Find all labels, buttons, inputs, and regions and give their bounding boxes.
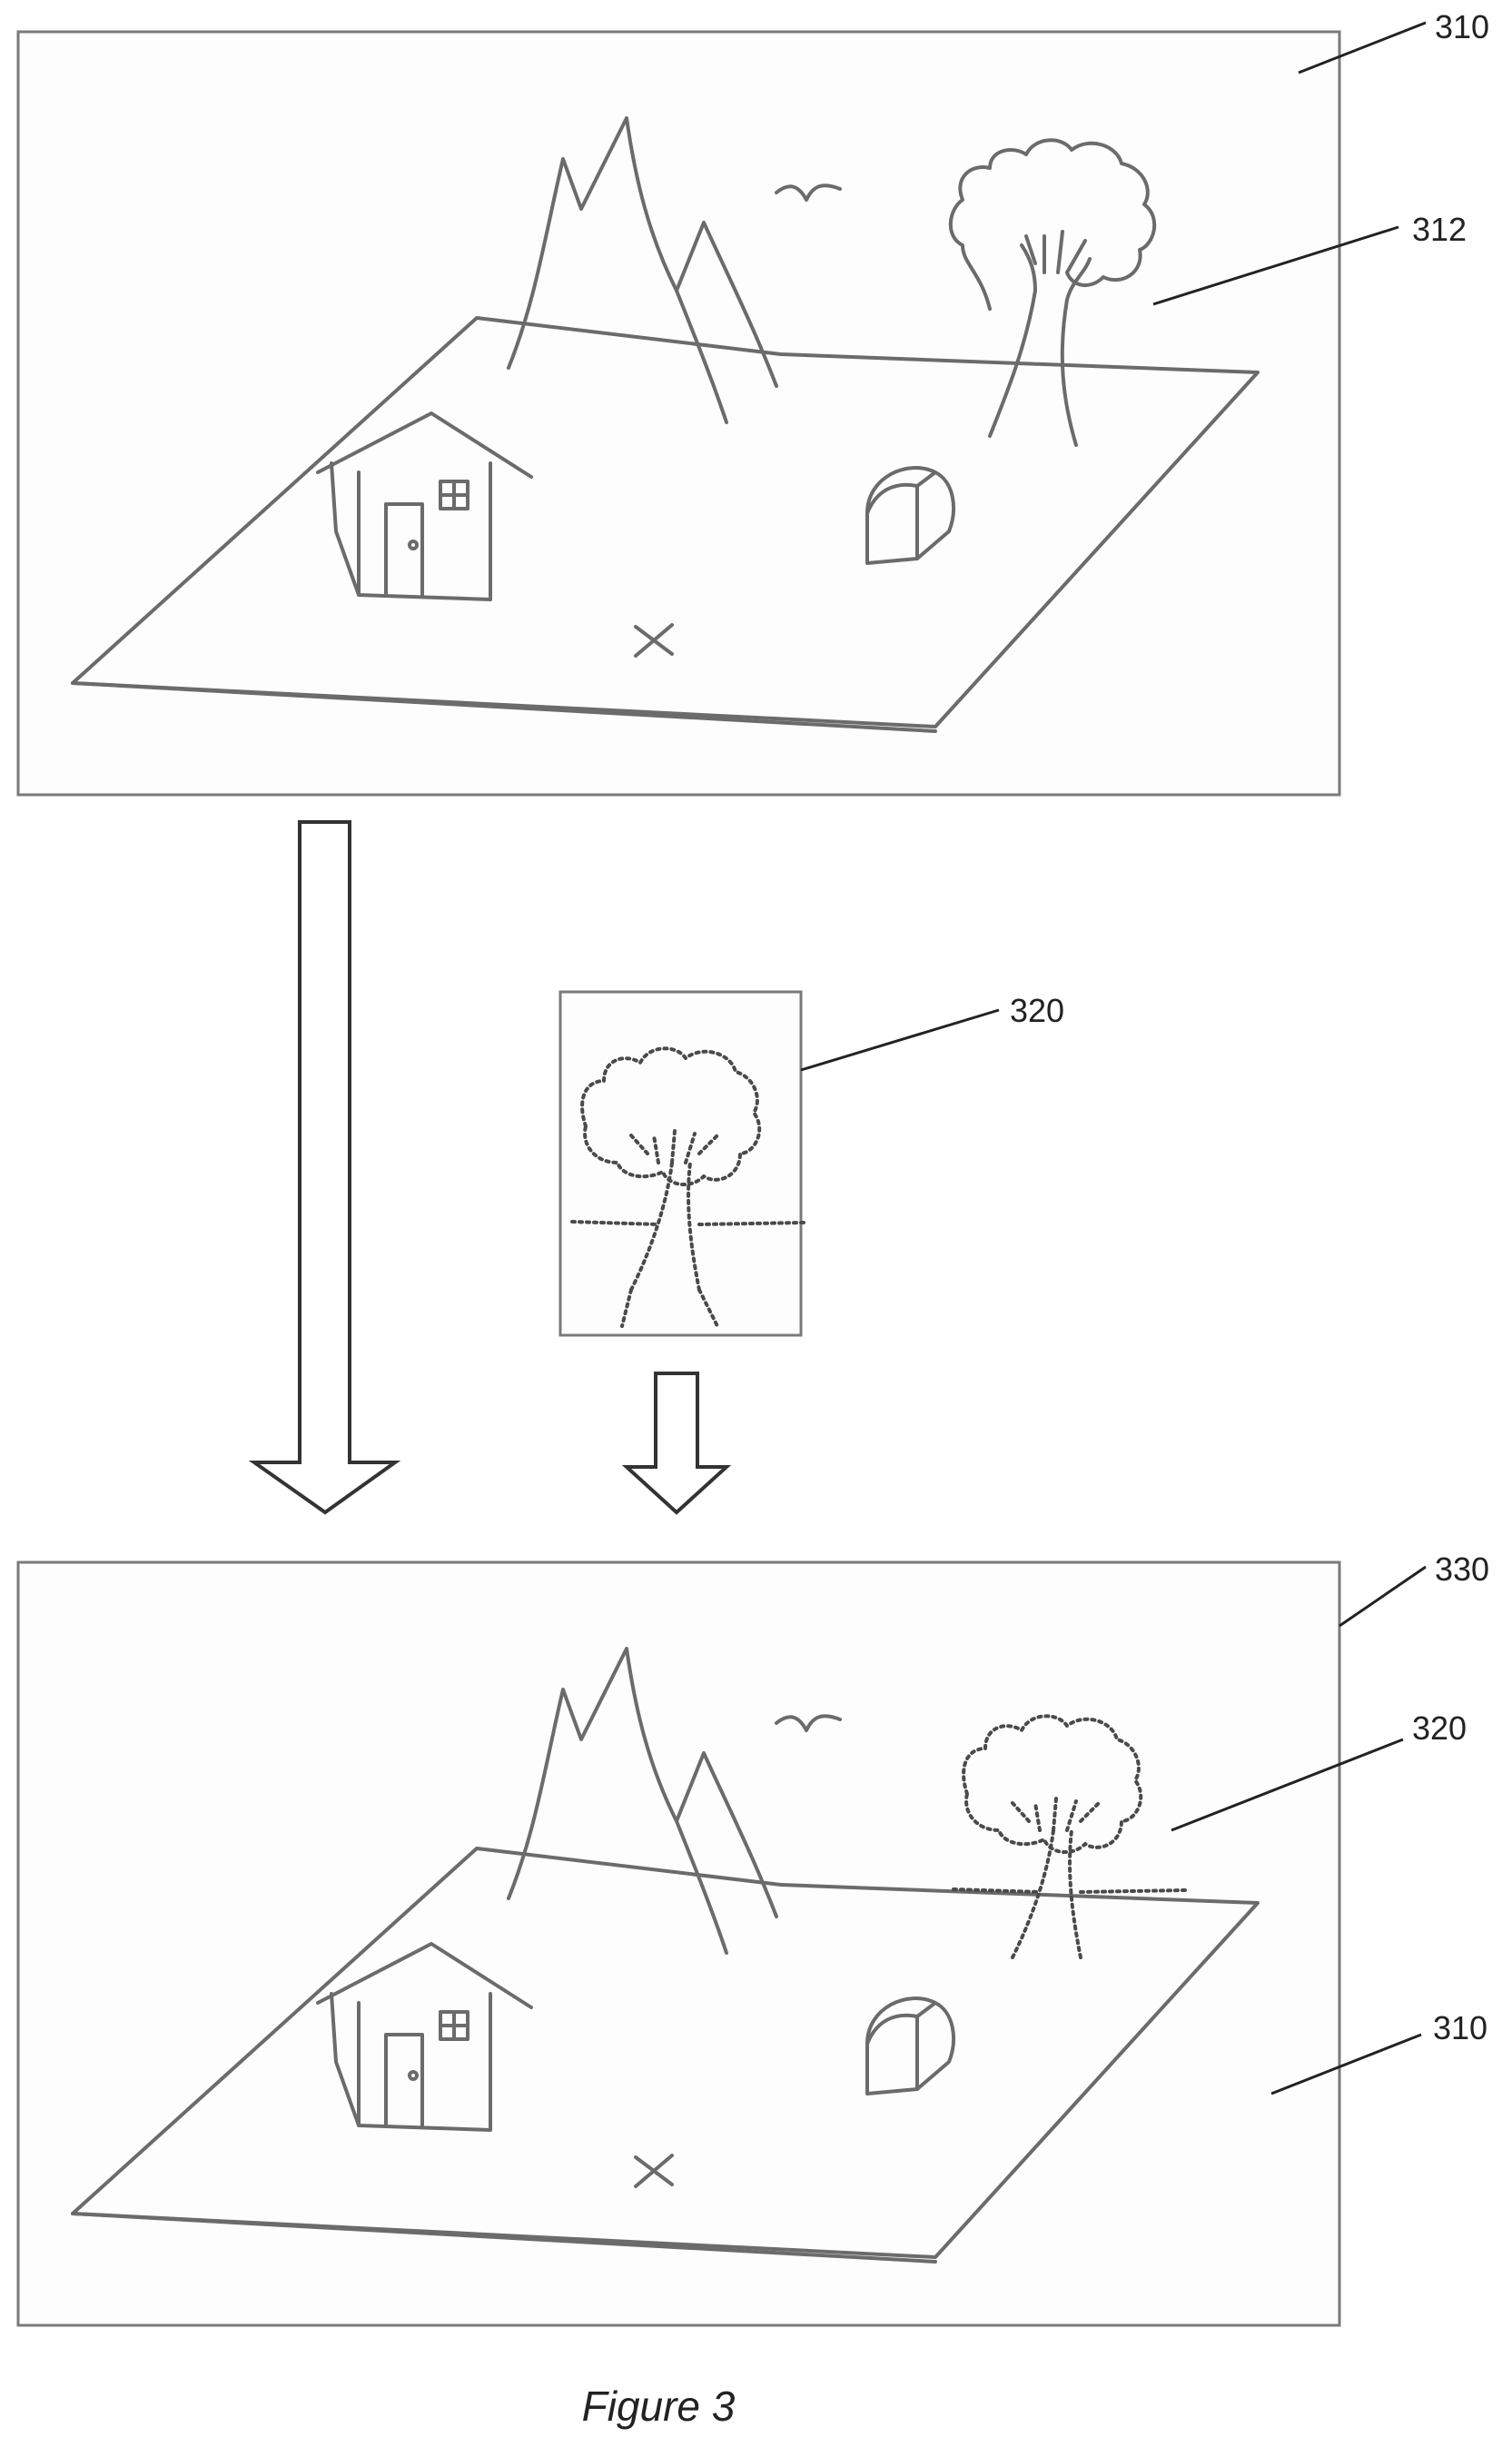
leader-line-result-scene [1270, 2033, 1422, 2095]
leader-line-result-tree [1171, 1738, 1404, 1832]
top-scene-panel [16, 30, 1341, 797]
label-result-image: 330 [1435, 1550, 1489, 1588]
leader-line-top-tree [1152, 225, 1399, 306]
tree-patch-frame [558, 990, 803, 1337]
figure-caption: Figure 3 [582, 2383, 736, 2430]
top-scene-frame [16, 30, 1341, 797]
leader-line-result-image [1339, 1565, 1427, 1628]
long-down-arrow [248, 820, 401, 1515]
tree-patch-drawing [570, 1046, 805, 1328]
short-down-arrow [621, 1372, 732, 1515]
label-top-scene: 310 [1435, 8, 1489, 45]
label-result-scene: 310 [1433, 2009, 1487, 2046]
result-scene-frame [16, 1560, 1341, 2327]
result-scene-panel [16, 1560, 1341, 2327]
tree-patch-panel [558, 990, 805, 1337]
label-result-tree: 320 [1412, 1709, 1467, 1747]
label-top-tree: 312 [1412, 211, 1467, 248]
leader-line-top-scene [1298, 21, 1427, 74]
label-tree-patch: 320 [1010, 992, 1064, 1029]
leader-line-tree-patch [800, 1008, 1000, 1072]
